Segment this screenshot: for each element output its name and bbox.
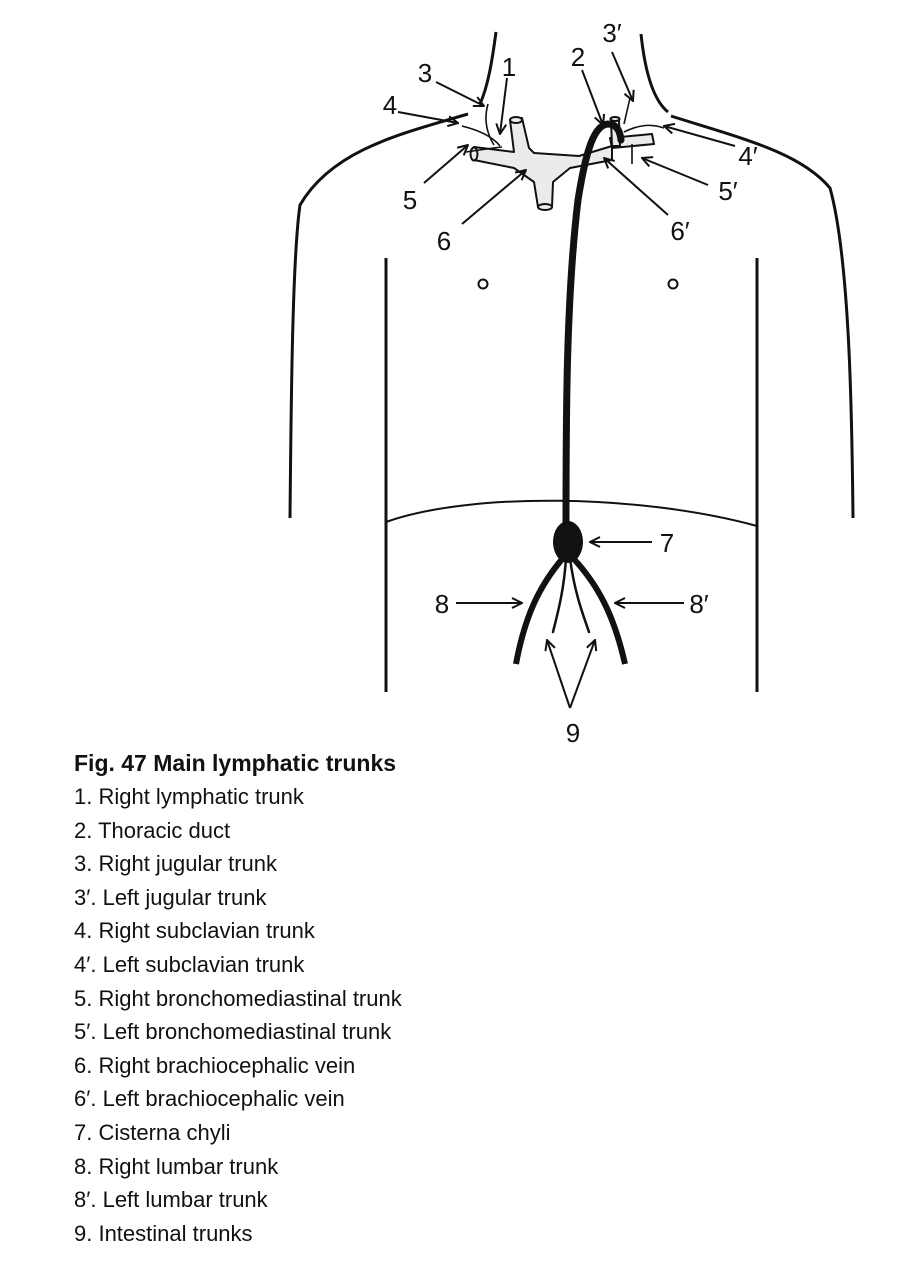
arrow-2	[581, 69, 603, 125]
legend-item: 8′. Left lumbar trunk	[74, 1187, 268, 1213]
label-8: 8	[435, 589, 449, 619]
intestinal-trunk-right	[551, 556, 568, 634]
lymphatic-trunks-diagram: 1 2 3 3′ 4 4′ 5 5′ 6 6′ 7 8 8′ 9	[288, 18, 855, 745]
label-9: 9	[566, 718, 580, 745]
arrow-4	[397, 111, 458, 123]
label-1: 1	[502, 52, 516, 82]
left-jugular-vein-end	[609, 116, 621, 122]
right-subclavian-trunk	[461, 125, 501, 147]
left-shoulder-arm	[288, 112, 469, 519]
label-5: 5	[403, 185, 417, 215]
svc-end	[537, 203, 553, 211]
legend-item: 4. Right subclavian trunk	[74, 918, 315, 944]
nipples	[477, 278, 679, 290]
figure-caption: Fig. 47 Main lymphatic trunks 1. Right l…	[74, 746, 874, 1250]
intestinal-trunk-left	[568, 556, 591, 634]
arrow-5p	[642, 158, 709, 186]
legend-list: 1. Right lymphatic trunk 2. Thoracic duc…	[74, 780, 874, 1250]
label-3: 3	[418, 58, 432, 88]
legend-item: 3′. Left jugular trunk	[74, 884, 267, 910]
left-lumbar-trunk	[570, 555, 628, 665]
right-jugular-vein-end	[509, 116, 523, 124]
right-shoulder-arm	[670, 114, 855, 519]
legend-item: 6′. Left brachiocephalic vein	[74, 1086, 345, 1112]
legend-item: 6. Right brachiocephalic vein	[74, 1052, 356, 1078]
legend-item: 3. Right jugular trunk	[74, 851, 277, 877]
arrow-9-right	[569, 640, 595, 709]
legend-item: 8. Right lumbar trunk	[74, 1153, 279, 1179]
venous-junction	[473, 117, 613, 208]
arrow-9-left	[547, 640, 571, 709]
label-6p: 6′	[670, 216, 689, 246]
legend-item: 4′. Left subclavian trunk	[74, 951, 305, 977]
label-4: 4	[383, 90, 397, 120]
arrow-1	[500, 77, 508, 134]
diaphragm-line	[385, 499, 758, 527]
label-8p: 8′	[689, 589, 708, 619]
neck-right-edge	[639, 33, 669, 114]
left-subclavian-trunk	[623, 124, 665, 133]
arrow-3p	[611, 51, 633, 101]
label-2: 2	[571, 42, 585, 72]
right-jugular-trunk	[485, 103, 495, 146]
number-labels: 1 2 3 3′ 4 4′ 5 5′ 6 6′ 7 8 8′ 9	[383, 18, 758, 745]
leader-arrows	[397, 51, 736, 709]
label-7: 7	[660, 528, 674, 558]
label-3p: 3′	[602, 18, 621, 48]
arrow-6p	[604, 158, 669, 216]
arrow-5	[423, 145, 468, 184]
legend-item: 5′. Left bronchomediastinal trunk	[74, 1019, 392, 1045]
legend-item: 2. Thoracic duct	[74, 817, 231, 843]
arrow-6	[461, 170, 526, 225]
legend-item: 9. Intestinal trunks	[74, 1220, 253, 1246]
arrow-3	[435, 81, 484, 106]
left-nipple	[667, 278, 679, 290]
left-jugular-trunk	[623, 97, 631, 125]
torso-outline	[288, 31, 855, 692]
right-subclavian-vein-end	[469, 146, 479, 162]
label-4p: 4′	[738, 141, 757, 171]
legend-item: 1. Right lymphatic trunk	[74, 784, 304, 809]
cisterna-chyli	[553, 521, 583, 563]
label-5p: 5′	[718, 176, 737, 206]
arrow-4p	[664, 126, 736, 147]
thoracic-duct	[562, 120, 625, 534]
right-nipple	[477, 278, 489, 290]
right-lumbar-trunk	[513, 556, 566, 665]
figure-title: Fig. 47 Main lymphatic trunks	[74, 750, 397, 776]
label-6: 6	[437, 226, 451, 256]
thoracic-duct-system	[513, 120, 628, 665]
neck-left-edge	[478, 31, 498, 105]
legend-item: 7. Cisterna chyli	[74, 1119, 231, 1145]
legend-item: 5. Right bronchomediastinal trunk	[74, 985, 402, 1011]
